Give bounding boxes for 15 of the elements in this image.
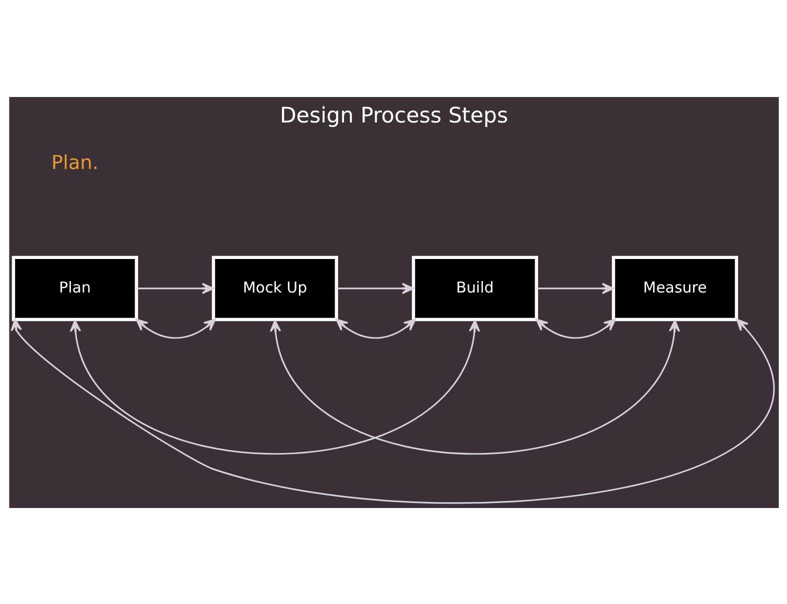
diagram-title: Design Process Steps <box>279 103 508 128</box>
arrow <box>269 319 680 454</box>
node-box: Mock Up <box>211 255 338 321</box>
arrow <box>535 318 616 338</box>
arrow <box>536 282 614 294</box>
node-box: Build <box>411 255 538 321</box>
arrow <box>336 282 414 294</box>
arrow <box>69 319 480 454</box>
arrow <box>335 318 416 338</box>
label: Plan. <box>50 150 98 174</box>
arrow <box>135 318 216 338</box>
node-box: Measure <box>611 255 738 321</box>
node-box: Plan <box>11 255 138 321</box>
arrow <box>10 318 773 503</box>
arrow <box>136 282 214 294</box>
